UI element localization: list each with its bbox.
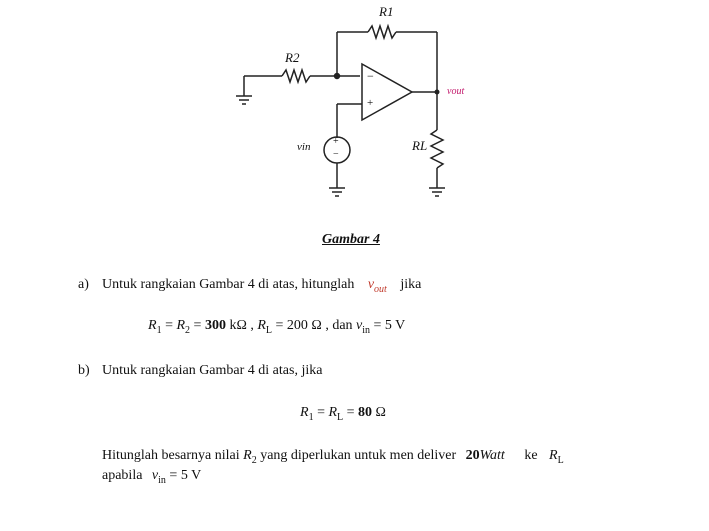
- r1-label: R1: [379, 4, 394, 19]
- r2-resistor: [281, 67, 311, 85]
- rl-label: RL: [412, 138, 428, 153]
- figure-caption: Gambar 4: [322, 232, 380, 247]
- question-b-text: Untuk rangkaian Gambar 4 di atas, jika: [102, 363, 323, 378]
- rl-resistor: [429, 129, 445, 169]
- r1-resistor: [367, 23, 397, 41]
- question-a-text: Untuk rangkaian Gambar 4 di atas, hitung…: [102, 277, 422, 295]
- r2-label: R2: [285, 50, 300, 65]
- question-a-label: a): [78, 277, 89, 292]
- question-a-equation: R1 = R2 = 300 kΩ , RL = 200 Ω , dan vin …: [148, 318, 406, 336]
- question-b-label: b): [78, 363, 90, 378]
- op-amp-minus: −: [367, 69, 374, 83]
- vout-var: vout: [367, 277, 387, 295]
- question-b-equation: R1 = RL = 80 Ω: [300, 405, 386, 423]
- source-plus: +: [333, 136, 339, 147]
- question-b-line1: Hitunglah besarnya nilai R2 yang diperlu…: [102, 448, 564, 466]
- op-amp: [361, 62, 414, 122]
- question-b-line2: apabila vin = 5 V: [102, 468, 202, 486]
- source-minus: −: [333, 149, 339, 160]
- vin-label: vin: [297, 141, 311, 153]
- op-amp-plus: +: [367, 97, 374, 109]
- circuit-diagram: [236, 23, 445, 197]
- vout-label: vout: [447, 86, 465, 97]
